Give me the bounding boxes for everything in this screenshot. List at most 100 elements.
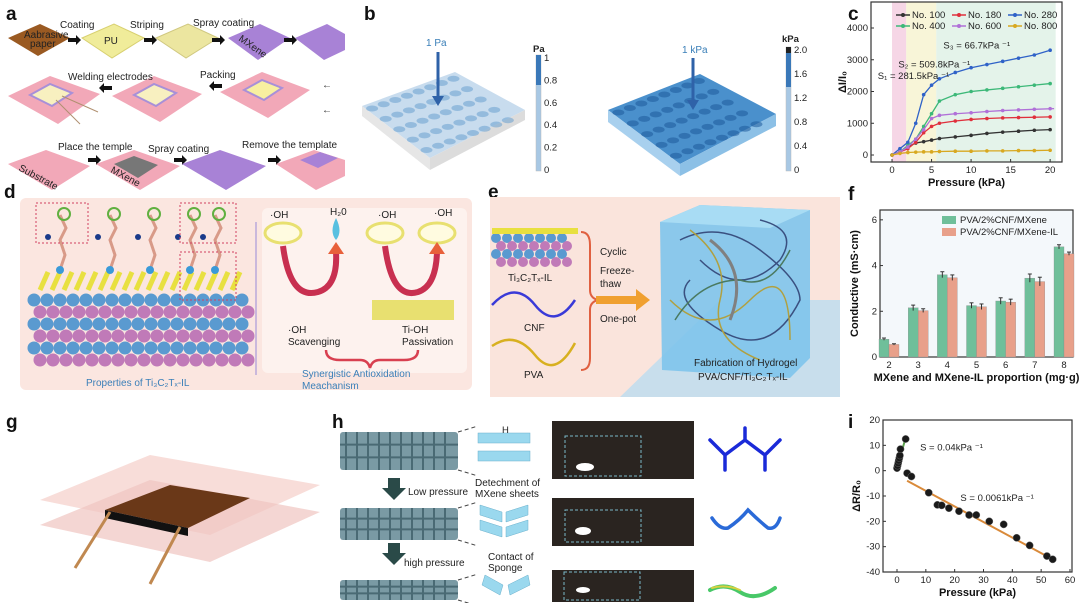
curved-arrow-icon bbox=[382, 245, 440, 296]
panel-label-b: b bbox=[364, 4, 376, 25]
bar bbox=[995, 300, 1006, 358]
surface-bump bbox=[439, 109, 452, 116]
lattice-atom bbox=[92, 293, 106, 307]
lattice-atom bbox=[163, 353, 177, 367]
lattice-atom bbox=[524, 233, 534, 243]
abrasive-paper-slab bbox=[8, 24, 70, 56]
lattice-atom bbox=[496, 241, 506, 251]
data-point bbox=[937, 99, 942, 103]
data-point bbox=[907, 472, 916, 481]
y-tick-label: 4 bbox=[872, 261, 877, 272]
data-point bbox=[921, 92, 926, 97]
step-remove-template: Remove the template bbox=[242, 140, 337, 151]
lattice-atom bbox=[66, 341, 80, 355]
surface-bump bbox=[463, 100, 476, 107]
lattice-atom bbox=[79, 317, 93, 331]
lattice-atom bbox=[540, 257, 550, 267]
electrode-wire-left bbox=[73, 511, 112, 569]
lattice-atom bbox=[131, 341, 145, 355]
surface-bump bbox=[391, 111, 404, 118]
h2o-label: H₂0 bbox=[330, 207, 347, 218]
bar bbox=[878, 339, 890, 358]
data-point bbox=[1032, 83, 1037, 87]
y-tick-label: 6 bbox=[872, 215, 877, 226]
step-place-template: Place the temple bbox=[58, 142, 133, 153]
lattice-atom bbox=[551, 241, 561, 251]
lattice-atom bbox=[228, 353, 242, 367]
surface-bump bbox=[474, 96, 487, 103]
data-point bbox=[898, 151, 902, 156]
surface-bump bbox=[393, 126, 406, 133]
surface-bump bbox=[416, 117, 429, 124]
surface-bump bbox=[750, 121, 763, 128]
arrow-label-1pa: 1 Pa bbox=[426, 38, 447, 49]
x-tick-label: 3 bbox=[916, 360, 921, 371]
surface-bump bbox=[724, 114, 737, 121]
data-point bbox=[937, 77, 942, 81]
surface-bump bbox=[678, 132, 691, 139]
data-point bbox=[969, 117, 973, 122]
arrow-icons bbox=[68, 35, 297, 165]
data-point bbox=[1025, 541, 1034, 550]
lattice-atom bbox=[118, 341, 132, 355]
gap-label: H bbox=[502, 425, 509, 436]
surface-bump bbox=[727, 130, 740, 137]
lattice-atom bbox=[546, 249, 556, 259]
lattice-atom bbox=[241, 305, 255, 319]
lattice-atom bbox=[92, 341, 106, 355]
lattice-atom bbox=[27, 341, 41, 355]
lattice-atom bbox=[235, 341, 249, 355]
surface-bump bbox=[412, 88, 425, 95]
surface-bump bbox=[623, 105, 636, 112]
zoom-guide bbox=[457, 501, 479, 509]
x-tick-label: 0 bbox=[889, 165, 894, 176]
data-point bbox=[921, 139, 926, 144]
x-tick-label: 10 bbox=[921, 575, 932, 586]
oh-label: ·OH bbox=[378, 210, 396, 221]
lattice-atom bbox=[496, 257, 506, 267]
surface-bump bbox=[667, 137, 680, 144]
lattice-atom bbox=[502, 233, 512, 243]
surface-bump bbox=[713, 119, 726, 126]
surface-termination bbox=[181, 270, 195, 292]
colorbar-tick: 0.8 bbox=[794, 117, 807, 128]
lattice-atom bbox=[241, 329, 255, 343]
colorbar-tick: 1.2 bbox=[794, 93, 807, 104]
data-point bbox=[969, 65, 973, 70]
panel-e-hydrogel-fabrication: Ti₃C₂Tₓ-IL CNF PVA Cyclic Freeze- thaw O… bbox=[490, 197, 840, 397]
panel-label-i: i bbox=[848, 412, 853, 433]
bar bbox=[888, 344, 900, 358]
panel-a-fabrication-process: Aabrasive paper PU MXene Coating Stripin… bbox=[8, 18, 345, 193]
y-tick-label: -40 bbox=[866, 567, 880, 578]
legend-marker bbox=[957, 24, 961, 28]
x-tick-label: 15 bbox=[1005, 165, 1016, 176]
surface-bump bbox=[389, 96, 402, 103]
lattice-atom bbox=[53, 293, 67, 307]
data-point bbox=[937, 136, 942, 141]
bar bbox=[908, 307, 919, 358]
lattice-atom bbox=[491, 249, 501, 259]
bar bbox=[918, 310, 929, 358]
lattice-atom bbox=[111, 353, 125, 367]
x-tick-label: 60 bbox=[1065, 575, 1076, 586]
legend-label: No. 600 bbox=[968, 21, 1001, 32]
lattice-atom bbox=[33, 329, 47, 343]
molecule-chain bbox=[108, 214, 118, 271]
data-point bbox=[901, 435, 910, 443]
data-point bbox=[953, 111, 958, 116]
data-point bbox=[906, 140, 910, 145]
surface-bump bbox=[441, 123, 454, 130]
surface-bump bbox=[635, 100, 648, 107]
surface-bump bbox=[466, 130, 479, 137]
lattice-atom bbox=[176, 305, 190, 319]
lattice-atom bbox=[27, 317, 41, 331]
lattice-atom bbox=[105, 317, 119, 331]
x-tick-label: 40 bbox=[1007, 575, 1018, 586]
surface-bump bbox=[690, 128, 703, 135]
surface-bump bbox=[646, 96, 659, 103]
data-point bbox=[969, 89, 973, 94]
lattice-atom bbox=[111, 329, 125, 343]
lattice-atom bbox=[215, 329, 229, 343]
down-arrow-icon bbox=[382, 478, 406, 500]
colorbar-tick: 1.6 bbox=[794, 69, 807, 80]
